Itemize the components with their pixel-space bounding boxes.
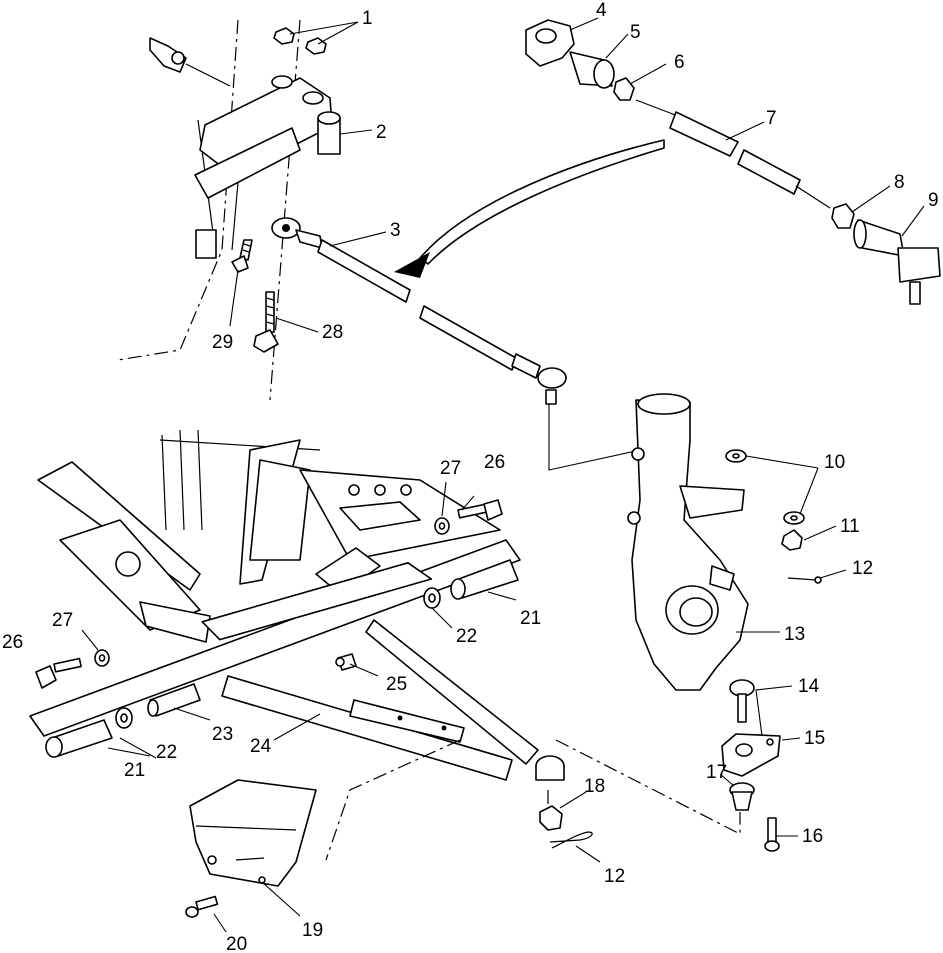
callout-6: 6 [674,52,685,73]
nut-18 [539,805,563,831]
screw-20 [185,895,219,918]
nut-6 [613,77,635,101]
washer-10-lower [783,511,805,525]
pivot-bushing-2 [317,111,341,155]
washer-22-left [115,707,133,729]
callout-29: 29 [212,332,233,353]
washer-27-right [434,517,450,535]
a-arm [29,539,539,781]
tie-rod-3 [271,217,567,405]
callout-25: 25 [386,674,407,695]
washer-10-upper [725,449,747,463]
callout-9: 9 [928,190,939,211]
adjuster-rod-7 [635,99,831,209]
washer-27-left [94,649,110,667]
chassis-frame [37,429,501,643]
callout-23: 23 [212,724,233,745]
callout-28: 28 [322,322,343,343]
direction-arrow [394,139,665,278]
bushing-21-left [45,719,113,758]
ball-joint-bolt-14 [729,679,755,723]
callout-11: 11 [840,516,860,537]
callout-14: 14 [798,676,820,697]
nut-8 [831,203,855,229]
callout-12-upper: 12 [852,558,873,579]
cotter-pin-12-lower [549,831,593,849]
plate-15 [721,733,781,777]
leader-lines [81,17,925,933]
callout-27-left: 27 [52,610,73,631]
bolt-16 [764,817,780,852]
bolt-28 [253,291,279,353]
callout-16: 16 [802,826,823,847]
callout-10: 10 [824,452,845,473]
ball-joint-17 [729,782,755,811]
callout-2: 2 [376,122,387,143]
callout-24: 24 [250,736,272,757]
callout-12-lower: 12 [604,866,625,887]
callout-22-right: 22 [456,626,477,647]
bolt-26-right [457,499,503,521]
callout-19: 19 [302,920,323,941]
spindle-13 [627,393,749,691]
callout-21-right: 21 [520,608,541,629]
nut-11 [781,529,803,551]
bushing-a-arm-end [535,755,565,781]
grease-fitting-25 [335,653,357,671]
cotter-pin-12-upper [787,576,822,584]
callout-13: 13 [784,624,805,645]
bushing-23 [147,683,201,717]
skid-plate-19 [189,779,317,887]
callout-26-left: 26 [2,632,23,653]
callout-22-left: 22 [156,742,177,763]
callout-3: 3 [390,220,401,241]
callout-7: 7 [766,108,777,129]
callout-17: 17 [706,762,727,783]
washer-22-right [423,587,441,609]
callout-15: 15 [804,728,825,749]
rod-end-upper-left [149,37,231,87]
rod-end-9 [853,219,941,305]
steering-arm-plate [194,75,333,199]
callout-1: 1 [362,8,373,29]
callout-21-left: 21 [124,760,145,781]
callout-27-right: 27 [440,458,461,479]
callout-20: 20 [226,934,247,953]
callout-5: 5 [630,22,641,43]
jam-sleeve-5 [569,51,615,89]
bolt-26-left [35,657,82,689]
callout-26-right: 26 [484,452,505,473]
callout-18: 18 [584,776,605,797]
bushing-21-right [450,559,519,600]
callout-8: 8 [894,172,905,193]
rod-end-4 [525,19,575,67]
callout-4: 4 [596,0,607,21]
bolt-29 [231,239,253,273]
